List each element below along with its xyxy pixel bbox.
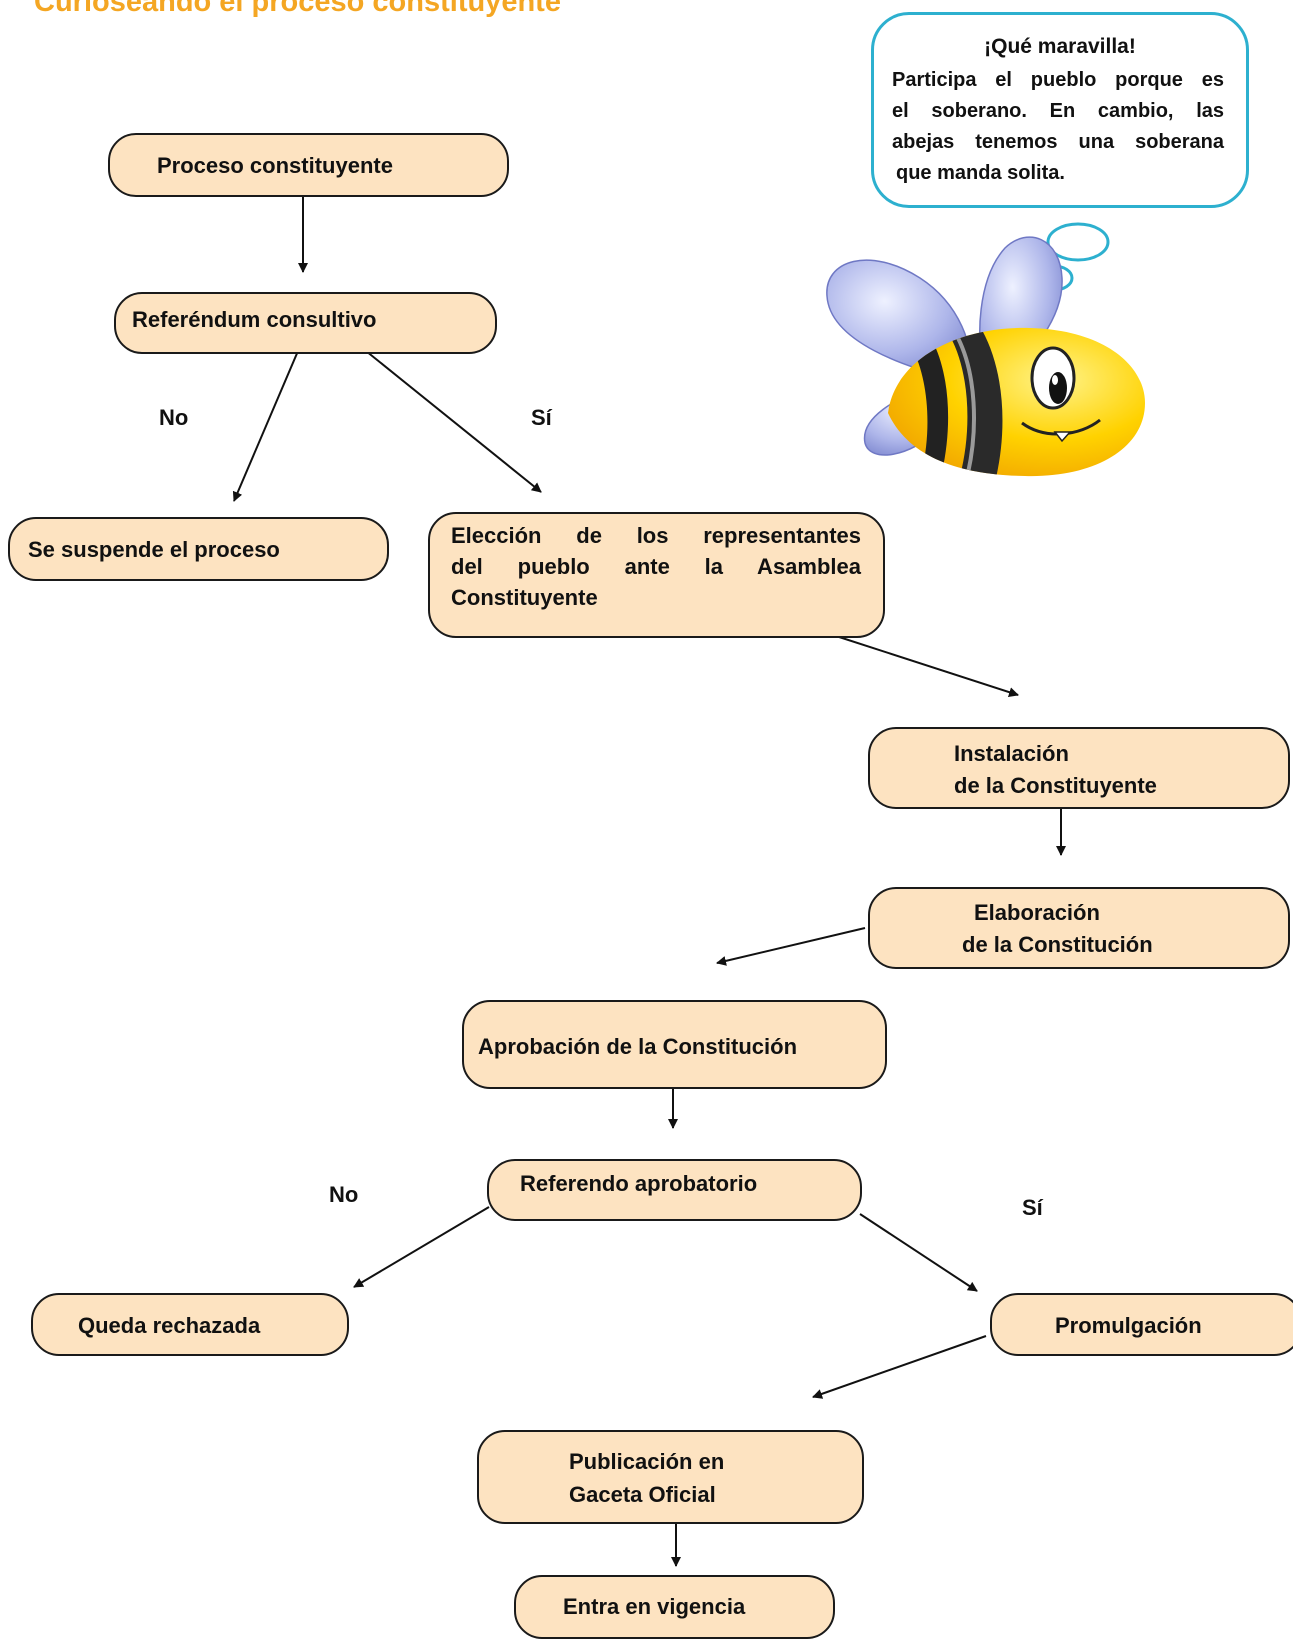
node-eleccion-text: Elección de los representantes del puebl… (451, 523, 861, 611)
bee-illustration (826, 222, 1145, 477)
arrow-promulgacion-to-publicacion (812, 1335, 987, 1399)
bee-pupil-icon (1049, 372, 1067, 404)
arrow-referendo-to-promulgacion (859, 1213, 978, 1292)
arrow-referendum-to-eleccion (365, 350, 542, 493)
edge-label-no-rechazada: No (329, 1182, 359, 1207)
node-publicacion: Publicación en Gaceta Oficial (477, 1430, 864, 1524)
bee-stripe-2-icon (950, 330, 1003, 477)
arrow-referendo-to-rechazada (353, 1206, 490, 1288)
bee-stripe-highlight-icon (956, 337, 976, 474)
node-aprobacion: Aprobación de la Constitución (462, 1000, 887, 1089)
node-instalacion: Instalación de la Constituyente (868, 727, 1290, 809)
arrow-referendum-to-suspende (232, 350, 299, 502)
node-eleccion-representantes: Elección de los representantes del puebl… (428, 512, 885, 638)
node-referendum-consultivo: Referéndum consultivo (114, 292, 497, 354)
edge-label-no-suspende: No (159, 405, 189, 430)
bubble-title: ¡Qué maravilla! (984, 35, 1136, 58)
node-referendo-aprobatorio: Referendo aprobatorio (487, 1159, 862, 1221)
bee-wing-back-icon (826, 259, 972, 379)
node-entra-en-vigencia: Entra en vigencia (514, 1575, 835, 1639)
node-queda-rechazada: Queda rechazada (31, 1293, 349, 1356)
arrow-eleccion-to-instalacion (835, 635, 1019, 697)
edge-label-si-eleccion: Sí (531, 405, 552, 430)
edge-label-si-promulgacion: Sí (1022, 1195, 1043, 1220)
node-se-suspende: Se suspende el proceso (8, 517, 389, 581)
bee-tooth-icon (1053, 431, 1072, 443)
bubble-text: Participa el pueblo porque es el soberan… (892, 69, 1224, 184)
arrow-elaboracion-to-aprobacion (716, 927, 866, 966)
node-promulgacion: Promulgación (990, 1293, 1293, 1356)
thought-bubble-large-icon (1046, 222, 1110, 262)
bee-stripe-1-icon (912, 344, 949, 472)
page-title: Curioseando el proceso constituyente (34, 0, 561, 18)
bee-eye-shine-icon (1052, 375, 1058, 385)
speech-bubble: ¡Qué maravilla! Participa el pueblo porq… (871, 12, 1249, 208)
bee-body-icon (888, 327, 1145, 477)
node-proceso-constituyente: Proceso constituyente (108, 133, 509, 197)
node-elaboracion: Elaboración de la Constitución (868, 887, 1290, 969)
